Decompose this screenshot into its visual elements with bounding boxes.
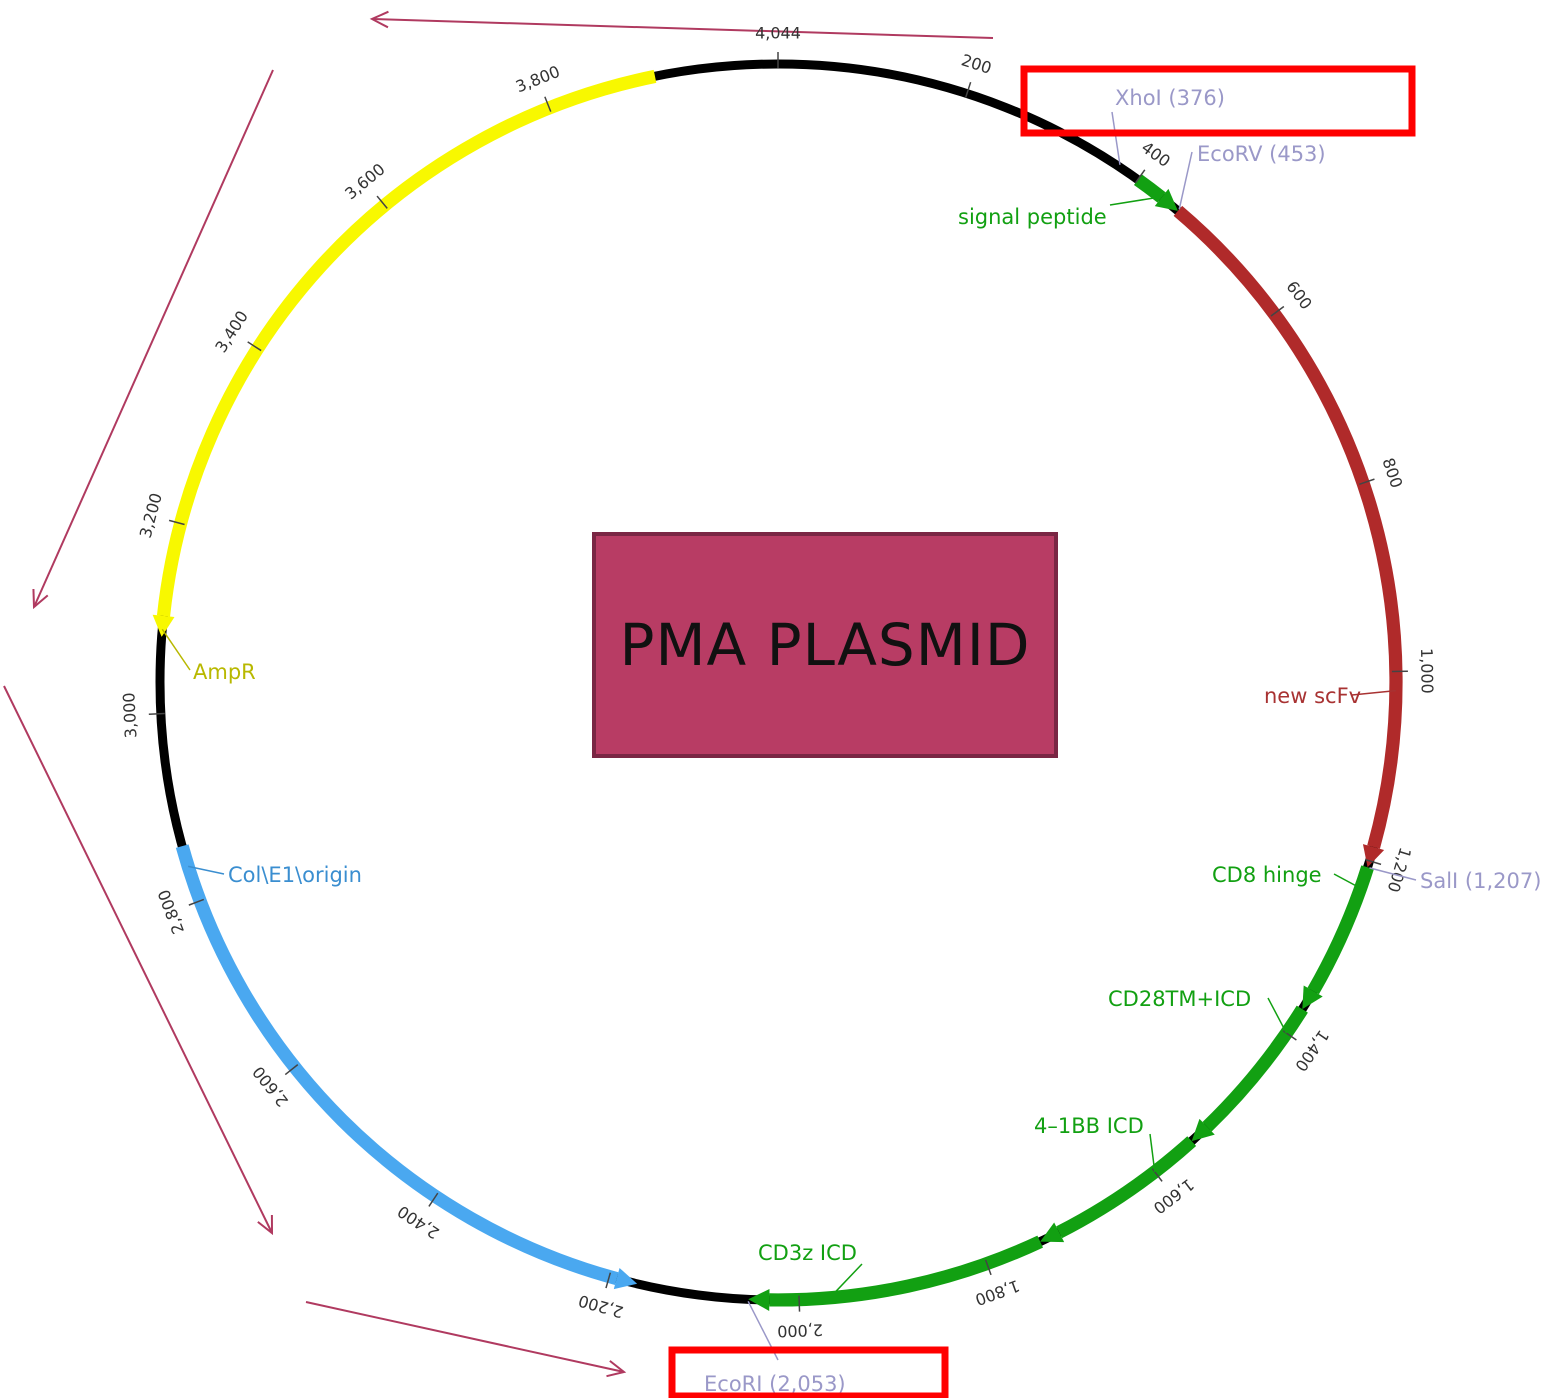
tick-label-3800: 3,800 (513, 62, 563, 97)
tick-mark-2400 (428, 1192, 439, 1207)
tick-label-1600: 1,600 (1150, 1175, 1198, 1218)
direction-arrow-upper-left-head (32, 588, 49, 610)
leader-new-scfv (1351, 689, 1397, 696)
direction-arrow-lower-left-shaft (3, 685, 273, 1234)
tick-mark-3200 (168, 519, 185, 526)
tick-label-600: 600 (1282, 277, 1315, 313)
plasmid-title: PMA PLASMID (619, 611, 1031, 679)
tick-label-2400: 2,400 (394, 1202, 443, 1243)
tick-mark-600 (1270, 305, 1285, 317)
feature-label-new-scfv: new scFv (1264, 684, 1361, 708)
feature-arrowhead-4-1bb-icd (1040, 1222, 1065, 1243)
leader-cd8-hinge (1333, 873, 1361, 889)
tick-label-2800: 2,800 (154, 887, 188, 937)
tick-label-3400: 3,400 (211, 307, 252, 356)
tick-label-3600: 3,600 (341, 160, 388, 204)
leader-cole1-origin (187, 865, 225, 875)
tick-mark-2800 (188, 898, 205, 906)
leader-cd28tm-icd (1267, 997, 1288, 1034)
leader-cd3z-icd (829, 1263, 863, 1299)
tick-mark-3600 (376, 195, 388, 209)
feature-4-1bb-icd (1056, 1136, 1197, 1239)
direction-arrow-bottom (305, 1301, 627, 1378)
direction-arrow-upper-left-shaft (33, 69, 274, 608)
feature-arrowhead-cd28tm-icd (1191, 1118, 1215, 1142)
tick-label-4044: 4,044 (755, 24, 801, 43)
feature-label-4-1bb-icd: 4–1BB ICD (1034, 1114, 1144, 1138)
tick-label-400: 400 (1138, 138, 1174, 171)
tick-mark-200 (965, 81, 972, 98)
feature-arrowhead-new-scfv (1362, 844, 1385, 868)
highlight-box-ecori (668, 1346, 949, 1398)
leader-ecorv (1178, 151, 1193, 210)
feature-ampr (156, 69, 657, 617)
feature-label-cd3z-icd: CD3z ICD (758, 1241, 857, 1265)
feature-arrowhead-ampr (152, 614, 175, 637)
feature-cd3z-icd (769, 1235, 1043, 1307)
tick-mark-1200 (1365, 859, 1382, 866)
feature-signal-peptide (1133, 174, 1166, 203)
tick-label-1800: 1,800 (973, 1276, 1023, 1309)
feature-arrowhead-signal-peptide (1154, 188, 1178, 211)
direction-arrow-lower-left-head (257, 1214, 274, 1236)
direction-arrow-top (369, 10, 994, 39)
direction-arrow-top-shaft (371, 18, 994, 39)
tick-label-2200: 2,200 (576, 1291, 625, 1322)
tick-label-800: 800 (1378, 455, 1406, 490)
feature-label-cd28tm-icd: CD28TM+ICD (1108, 987, 1251, 1011)
tick-label-1200: 1,200 (1384, 845, 1415, 894)
feature-arrowhead-cd8-hinge (1302, 985, 1323, 1010)
feature-arrowhead-col-e1-origin (613, 1267, 638, 1290)
feature-cd8-hinge (1307, 865, 1374, 995)
direction-arrow-lower-left (3, 685, 274, 1236)
tick-label-1000: 1,000 (1417, 648, 1437, 694)
direction-arrow-upper-left (32, 69, 274, 610)
plasmid-title-box: PMA PLASMID (592, 532, 1058, 758)
feature-label-cole1-origin: Col\E1\origin (228, 863, 362, 887)
feature-label-signal-peptide: signal peptide (958, 205, 1107, 229)
tick-label-200: 200 (959, 50, 994, 77)
tick-mark-800 (1359, 478, 1375, 486)
tick-mark-3400 (247, 341, 262, 352)
feature-arrowhead-cd3z-icd (748, 1288, 770, 1311)
tick-mark-2000 (798, 1295, 801, 1312)
leader-ampr (161, 628, 191, 671)
leader-xhoi (1111, 111, 1121, 165)
direction-arrow-bottom-shaft (305, 1301, 625, 1373)
leader-4-1bb-icd (1149, 1133, 1156, 1172)
highlight-boxes (668, 65, 1416, 1398)
tick-label-2000: 2,000 (777, 1320, 823, 1341)
feature-new-scfv (1173, 205, 1403, 849)
tick-label-1400: 1,400 (1291, 1027, 1333, 1075)
highlight-box-xhoi (1020, 65, 1416, 137)
feature-col-e1-origin (175, 844, 619, 1285)
tick-label-3200: 3,200 (136, 491, 166, 540)
leader-sali (1369, 867, 1417, 881)
tick-mark-400 (1134, 169, 1146, 184)
feature-cd28tm-icd (1202, 1005, 1308, 1132)
tick-mark-3800 (544, 96, 552, 112)
direction-arrow-bottom-head (606, 1360, 627, 1378)
tick-mark-1800 (984, 1259, 992, 1276)
tick-label-3000: 3,000 (119, 692, 140, 739)
direction-arrows (3, 10, 994, 1378)
tick-label-2600: 2,600 (249, 1063, 292, 1111)
feature-label-ampr: AmpR (193, 660, 256, 684)
site-label-ecori: EcoRI (2,053) (704, 1372, 846, 1396)
tick-mark-2600 (284, 1064, 299, 1076)
leader-signal-peptide (1109, 196, 1161, 206)
site-label-xhoi: XhoI (376) (1115, 86, 1225, 110)
direction-arrow-top-head (369, 10, 389, 29)
site-label-ecorv: EcoRV (453) (1197, 142, 1326, 166)
plasmid-features (152, 69, 1403, 1311)
site-label-sali: SalI (1,207) (1420, 869, 1541, 893)
tick-mark-2200 (605, 1272, 612, 1289)
feature-label-cd8-hinge: CD8 hinge (1212, 863, 1322, 887)
tick-mark-3000 (148, 712, 165, 716)
